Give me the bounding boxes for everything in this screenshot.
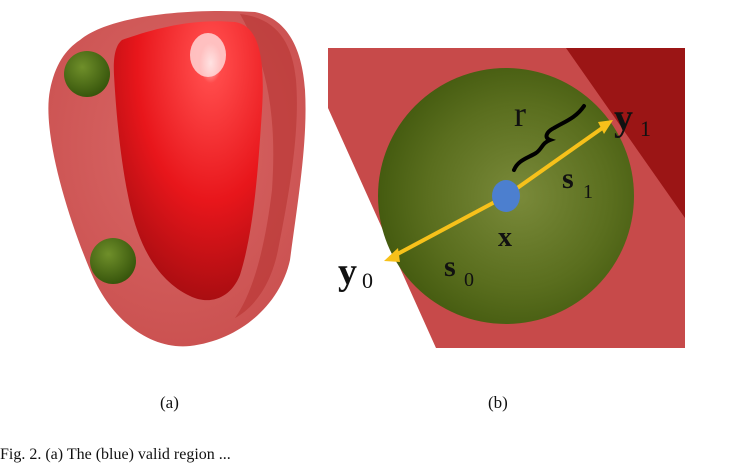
label-r: r — [514, 94, 526, 134]
shell-rim — [235, 14, 297, 318]
arrowhead-y1 — [598, 120, 613, 134]
label-y1: y — [614, 97, 633, 139]
highlight — [190, 33, 226, 77]
label-s1-sub: 1 — [583, 181, 593, 203]
center-point-x — [492, 180, 520, 212]
label-s1: s — [562, 162, 574, 195]
inner-region — [566, 48, 685, 218]
panel-a-label: (a) — [160, 393, 179, 412]
label-s0-sub: 0 — [464, 269, 474, 291]
sphere-top-left — [64, 51, 110, 97]
label-x: x — [498, 222, 512, 253]
heart-3d-panel — [48, 10, 306, 347]
label-y1-sub: 1 — [640, 116, 651, 141]
arrow-s1 — [504, 122, 610, 198]
arrow-s0 — [389, 194, 507, 260]
figure-caption: Fig. 2. (a) The (blue) valid region ... — [0, 446, 231, 463]
inner-heart-volume — [113, 21, 263, 301]
radius-brace — [512, 104, 586, 172]
outside-region — [328, 108, 436, 348]
sphere-geometry-panel: r y 1 s 1 x s 0 y 0 — [328, 48, 685, 348]
sphere-bottom-left — [90, 238, 136, 284]
label-s0: s — [444, 250, 456, 283]
arrowhead-y0 — [384, 248, 400, 262]
label-y0: y — [338, 251, 357, 293]
label-y0-sub: 0 — [362, 268, 373, 293]
panel-b-label: (b) — [488, 393, 508, 412]
